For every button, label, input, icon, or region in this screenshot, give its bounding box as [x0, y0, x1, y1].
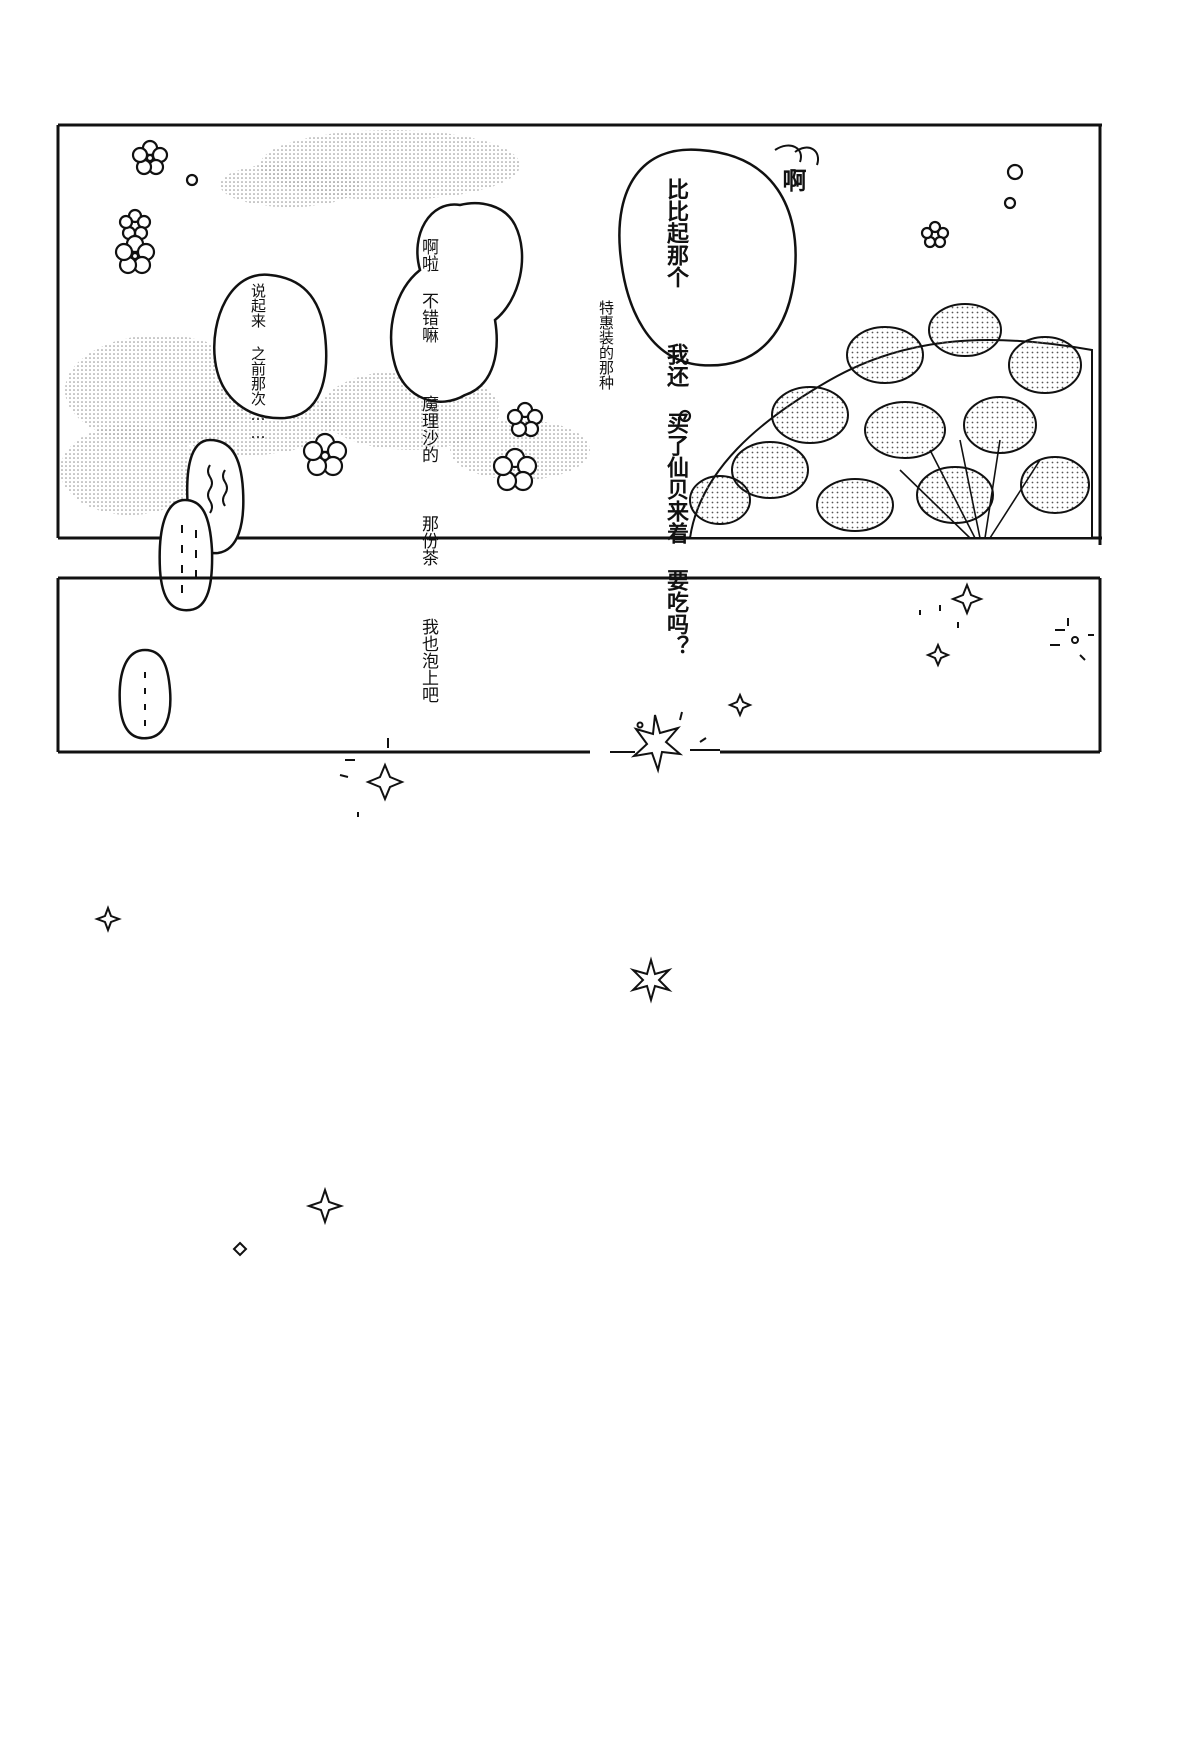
speech-middle-line-4: 那份茶	[418, 515, 438, 566]
caption-note: 特惠装的那种	[597, 300, 615, 390]
speech-bubble-left	[213, 273, 328, 420]
speech-right-text: 比比起那个 我还 买了仙贝来着 要吃吗？	[660, 178, 690, 657]
speech-left-text: 说起来 之前那次……	[247, 283, 268, 442]
sfx-exclaim: 啊	[778, 168, 806, 192]
sparkle-icon	[94, 582, 1079, 1257]
flower-icon	[114, 139, 1024, 492]
speech-right-line-4: 要吃吗？	[663, 569, 688, 657]
speech-right-line-2: 我还	[663, 343, 688, 387]
speech-middle-line-1: 啊啦	[418, 238, 438, 272]
ellipsis-bubble	[118, 438, 245, 740]
panel-bottom-frame	[56, 576, 1102, 754]
stipple-clouds	[60, 130, 590, 515]
speech-middle-line-5: 我也泡上吧	[418, 618, 438, 703]
sparkle-ticks	[339, 605, 1094, 817]
speech-right-line-1: 比比起那个	[663, 178, 688, 288]
speech-bubble-right	[618, 144, 820, 367]
speech-middle-line-2: 不错嘛	[418, 292, 438, 343]
speech-bubble-middle	[389, 201, 524, 403]
speech-left-line-1: 说起来	[249, 283, 267, 328]
speech-middle-line-3: 魔理沙的	[418, 395, 438, 463]
speech-right-line-3: 买了仙贝来着	[663, 412, 688, 544]
speech-left-line-2: 之前那次……	[249, 346, 267, 442]
hydrangea-bush	[688, 303, 1093, 539]
speech-middle-text: 啊啦 不错嘛 魔理沙的 那份茶 我也泡上吧	[416, 238, 439, 703]
